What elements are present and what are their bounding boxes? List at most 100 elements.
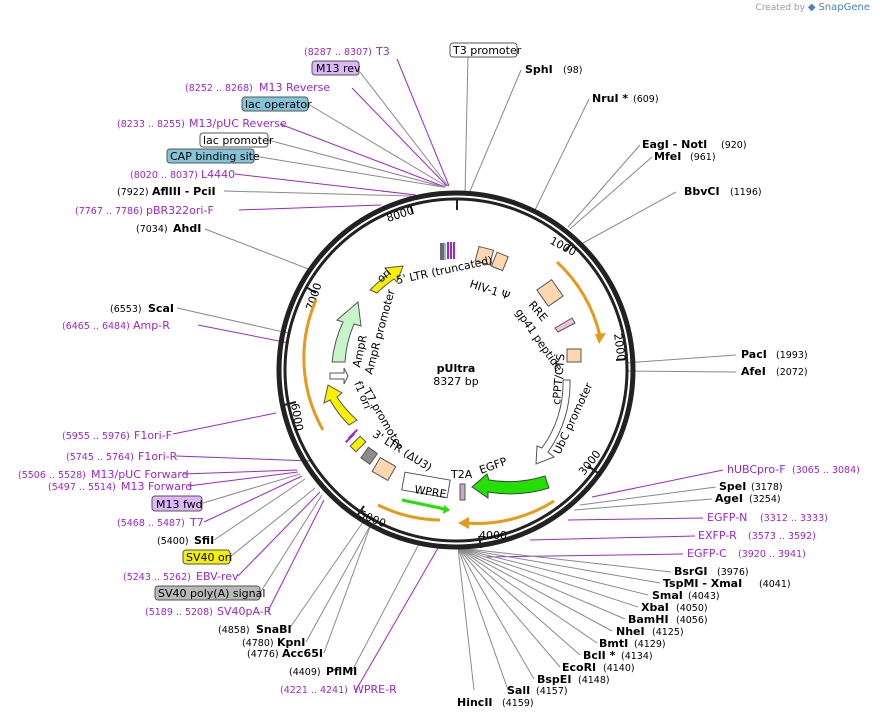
t7-label: T7 xyxy=(189,516,204,529)
snabi-label: SnaBI xyxy=(256,623,292,636)
t3-range: (8287 .. 8307) xyxy=(304,47,372,58)
label-boxes xyxy=(151,42,518,601)
tspmi-label: TspMI - XmaI xyxy=(663,577,742,590)
sali-label: SalI xyxy=(507,684,530,697)
egfp-c-label: EGFP-C xyxy=(687,547,727,560)
hubcpro-f-range: (3065 .. 3084) xyxy=(792,465,860,476)
nhei-pos: (4125) xyxy=(652,627,684,638)
sv40-polya-label: SV40 poly(A) signal xyxy=(158,587,265,600)
amp-r-range: (6465 .. 6484) xyxy=(62,321,130,332)
eagi-pos: (920) xyxy=(721,140,747,151)
f1ori-f-range: (5955 .. 5976) xyxy=(62,431,130,442)
wpre-r-range: (4221 .. 4241) xyxy=(280,685,348,696)
mfei-label: MfeI xyxy=(654,150,681,163)
tick-6000: 6000 xyxy=(288,402,306,432)
m13-forward-label: M13 Forward xyxy=(121,480,192,493)
f1-ori-arrow xyxy=(323,384,358,426)
tick-4000: 4000 xyxy=(479,529,507,542)
bcli-pos: (4134) xyxy=(621,651,653,662)
gp41-peptide-arrow xyxy=(554,317,576,333)
egfp-n-range: (3312 .. 3333) xyxy=(760,513,828,524)
f1-ori-label: f1 ori xyxy=(351,379,374,410)
egfp-c-range: (3920 .. 3941) xyxy=(738,549,806,560)
scai-label: ScaI xyxy=(148,302,174,315)
sfii-label: SfiI xyxy=(194,534,214,547)
afei-label: AfeI xyxy=(741,365,766,378)
bbvci-pos: (1196) xyxy=(730,187,762,198)
ebv-rev-label: EBV-rev xyxy=(196,570,239,583)
smai-pos: (4043) xyxy=(688,591,720,602)
t2a-box xyxy=(459,483,466,501)
hubcpro-f-label: hUBCpro-F xyxy=(727,463,786,476)
snabi-pos: (4858) xyxy=(218,625,250,636)
acc65i-label: Acc65I xyxy=(282,647,323,660)
sphi-pos: (98) xyxy=(563,65,583,76)
ebv-rev-range: (5243 .. 5262) xyxy=(123,572,191,583)
nrui-label: NruI * xyxy=(592,92,628,105)
l4440-label: L4440 xyxy=(201,168,235,181)
pbr322-label: pBR322ori-F xyxy=(146,204,214,217)
m13-forward-range: (5497 .. 5514) xyxy=(48,482,116,493)
ampr-promoter-label: AmpR promoter xyxy=(362,288,397,376)
ltr5-small-feature xyxy=(440,243,444,260)
cppt-box xyxy=(566,348,582,363)
bamhi-label: BamHI xyxy=(628,613,669,626)
bsrgi-pos: (3976) xyxy=(717,567,749,578)
fragment-arc-1 xyxy=(555,260,602,337)
spei-pos: (3178) xyxy=(751,482,783,493)
snapgene-logo-icon: ◆ xyxy=(807,2,816,13)
wpre-r-label: WPRE-R xyxy=(353,683,397,696)
m13puc-reverse-label: M13/pUC Reverse xyxy=(189,117,287,130)
t3-label: T3 xyxy=(375,45,390,58)
pflmi-pos: (4409) xyxy=(289,667,321,678)
egfp-n-label: EGFP-N xyxy=(707,511,747,524)
afliii-label: AflIII - PciI xyxy=(152,185,216,198)
nhei-label: NheI xyxy=(616,625,645,638)
nrui-pos: (609) xyxy=(633,94,659,105)
m13puc-forward-range: (5506 .. 5528) xyxy=(18,470,86,481)
bsrgi-label: BsrGI xyxy=(674,565,707,578)
sv40pa-r-label: SV40pA-R xyxy=(217,605,272,618)
mfei-pos: (961) xyxy=(690,152,716,163)
wpre-green-marker xyxy=(401,498,447,512)
paci-label: PacI xyxy=(741,348,767,361)
bspei-pos: (4148) xyxy=(578,675,610,686)
wpre-label: WPRE xyxy=(414,483,448,501)
f1ori-r-range: (5745 .. 5764) xyxy=(66,452,134,463)
m13puc-reverse-range: (8233 .. 8255) xyxy=(117,119,185,130)
fragment-arrowheads xyxy=(458,333,606,529)
sv40-ori-label: SV40 ori xyxy=(186,551,232,564)
fragment-arc-2 xyxy=(463,499,555,525)
plasmid-name: pUltra xyxy=(437,362,476,375)
l4440-range: (8020 .. 8037) xyxy=(130,170,198,181)
xbai-label: XbaI xyxy=(641,601,669,614)
afliii-pos: (7922) xyxy=(117,187,149,198)
ahdi-label: AhdI xyxy=(173,222,201,235)
kpni-pos: (4780) xyxy=(242,638,274,649)
m13-reverse-range: (8252 .. 8268) xyxy=(185,83,253,94)
rre-box xyxy=(536,278,564,308)
xbai-pos: (4050) xyxy=(676,603,708,614)
f1ori-f-label: F1ori-F xyxy=(134,429,172,442)
m13-rev-label: M13 rev xyxy=(316,62,361,75)
hiv-psi-label: HIV-1 Ψ xyxy=(468,277,512,302)
agei-label: AgeI xyxy=(715,492,743,505)
ampr-arrow xyxy=(331,301,362,363)
exfp-r-label: EXFP-R xyxy=(698,529,737,542)
spei-label: SpeI xyxy=(719,480,746,493)
t7-range: (5468 .. 5487) xyxy=(117,518,185,529)
sphi-label: SphI xyxy=(525,63,553,76)
ltr3-box xyxy=(371,456,397,482)
ecori-pos: (4140) xyxy=(603,663,635,674)
features xyxy=(323,242,582,514)
eagi-label: EagI - NotI xyxy=(642,138,707,151)
amp-r-label: Amp-R xyxy=(133,319,170,332)
bbvci-label: BbvCI xyxy=(684,185,720,198)
m13puc-forward-label: M13/pUC Forward xyxy=(91,468,189,481)
fragment-arcs xyxy=(302,260,602,525)
wpre-box xyxy=(401,471,451,499)
egfp-label: EGFP xyxy=(478,455,510,477)
cap-binding-label: CAP binding site xyxy=(170,150,260,163)
afei-pos: (2072) xyxy=(776,367,808,378)
hiv-psi-box xyxy=(474,245,495,266)
